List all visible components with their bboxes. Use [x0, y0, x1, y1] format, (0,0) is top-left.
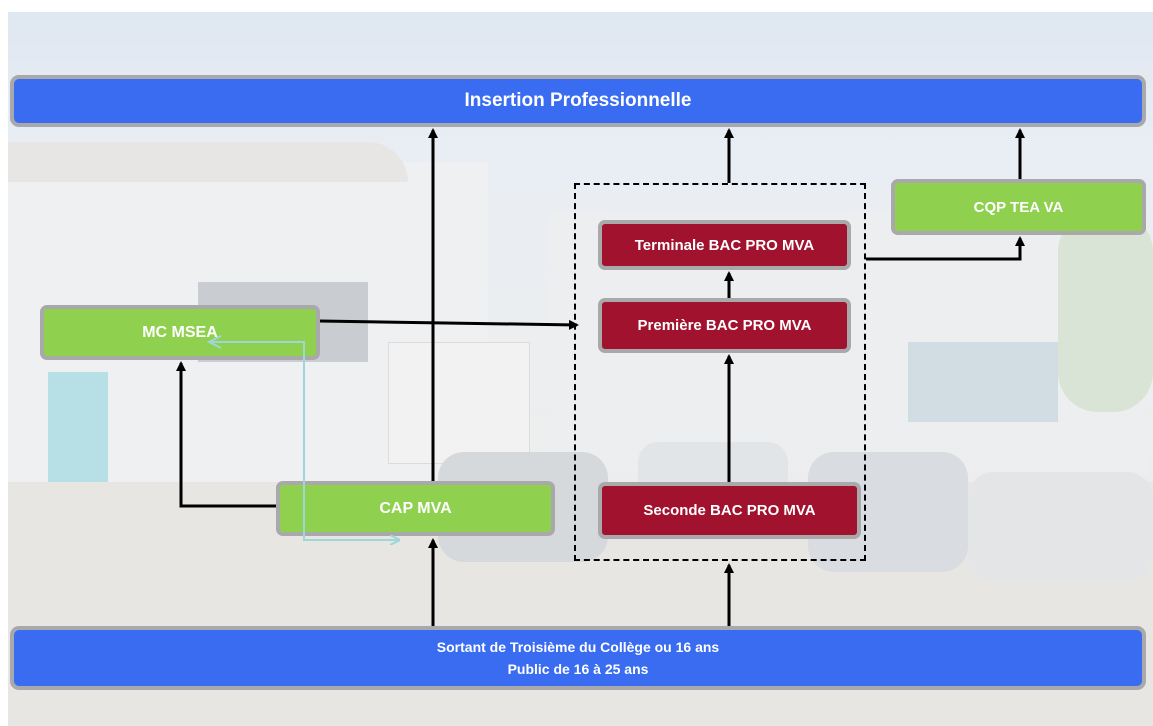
car-3 — [968, 472, 1153, 582]
bac-pro-group-frame — [574, 183, 866, 561]
arrow-mc-to-cap-loop — [209, 341, 398, 540]
insertion-professionnelle-bar: Insertion Professionnelle — [10, 75, 1146, 127]
stairs — [908, 342, 1058, 422]
cap-mva-label: CAP MVA — [379, 499, 452, 517]
arrow-cap-to-mc — [176, 361, 276, 508]
mc-msea-label: MC MSEA — [142, 323, 218, 341]
mc-msea-box: MC MSEA — [40, 305, 320, 360]
blue-door — [48, 372, 108, 482]
terminale-bac-pro-label: Terminale BAC PRO MVA — [634, 236, 815, 254]
insertion-professionnelle-label: Insertion Professionnelle — [464, 90, 692, 111]
building-roof — [8, 142, 408, 182]
arrow-mc-to-premiere — [319, 319, 579, 330]
seconde-bac-pro-label: Seconde BAC PRO MVA — [643, 502, 816, 519]
arrow-loop-head — [206, 335, 222, 349]
cap-mva-box: CAP MVA — [276, 481, 555, 536]
premiere-bac-pro-label: Première BAC PRO MVA — [637, 317, 812, 334]
tree — [1058, 212, 1153, 412]
garage-door — [388, 342, 530, 464]
public-entry-bar: Sortant de Troisième du Collège ou 16 an… — [10, 626, 1146, 690]
public-entry-line2: Public de 16 à 25 ans — [507, 661, 649, 677]
public-entry-line1: Sortant de Troisième du Collège ou 16 an… — [436, 639, 720, 655]
cqp-tea-va-box: CQP TEA VA — [891, 179, 1146, 235]
terminale-bac-pro-box: Terminale BAC PRO MVA — [598, 220, 851, 270]
arrow-terminale-to-cqp — [866, 236, 1025, 261]
premiere-bac-pro-box: Première BAC PRO MVA — [598, 298, 851, 353]
seconde-bac-pro-box: Seconde BAC PRO MVA — [598, 482, 861, 539]
cqp-tea-va-label: CQP TEA VA — [973, 198, 1064, 216]
